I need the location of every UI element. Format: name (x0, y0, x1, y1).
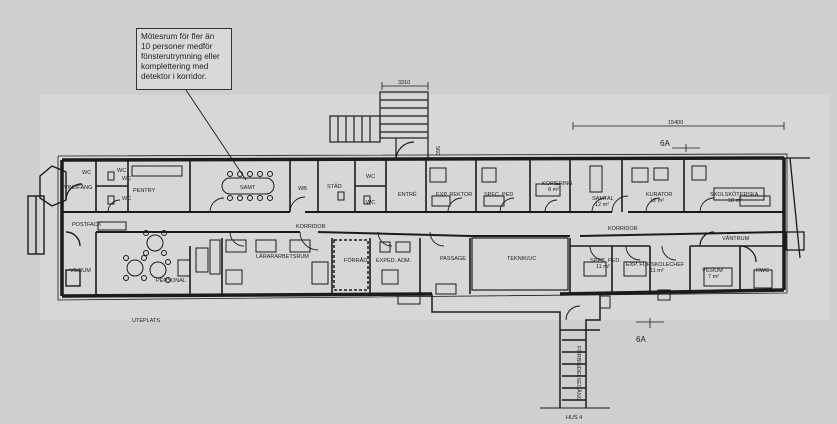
dimension-small: 560 (434, 146, 440, 155)
label-hus4: HUS 4 (566, 415, 582, 421)
label-wc-6: WC (366, 200, 375, 206)
forrad-box (333, 239, 369, 291)
label-kurator: KURATOR (646, 192, 672, 198)
label-exp-forskolechef: EXP. FÖRSKOLECHEF (626, 261, 685, 268)
fire-safety-callout: Mötesrum för fler än 10 personer medför … (136, 28, 232, 90)
label-teknik: TEKNIK/UC (507, 256, 536, 262)
label-kopiering: KOPIERING (542, 181, 573, 187)
label-wc-1: WC (82, 170, 91, 176)
label-vantrum: VÄNTRUM (722, 235, 750, 242)
label-kopiering-area: 8 m² (548, 187, 559, 193)
label-passage: PASSAGE (440, 256, 466, 262)
label-spec-ped-bottom-area: 11 m² (596, 264, 610, 270)
desks (107, 165, 773, 309)
label-samtal-area: 12 m² (595, 202, 609, 208)
callout-line-4: komplettering med (141, 62, 209, 71)
section-mark-bottom: 6A (636, 335, 646, 344)
label-samtal: SAMTAL (592, 196, 614, 202)
label-spec-ped-bottom: SPEC. PED. (590, 258, 621, 264)
right-extension (699, 157, 810, 263)
label-wc-5: WC (366, 174, 375, 180)
callout-line-3: fönsterutrymning eller (141, 52, 220, 61)
bottom-partitions (95, 232, 784, 296)
label-personal: PERSONAL (156, 278, 186, 284)
label-wc-3: WC (122, 176, 131, 182)
label-lararbetsrum: LÄRARARBETSRUM (256, 253, 309, 260)
label-vilrum-right: VILRUM (702, 268, 723, 274)
corridor-walls (62, 211, 785, 237)
label-forrad: FÖRRÅD (344, 257, 367, 264)
label-wc-2: WC (117, 168, 126, 174)
top-stairs (329, 91, 429, 161)
label-entre: ENTRÉ (398, 191, 417, 198)
teknik-box (471, 237, 569, 291)
round-tables (97, 221, 221, 283)
label-vilrum-right-area: 7 m² (708, 274, 719, 280)
label-postfack: POSTFACK (72, 222, 102, 228)
dimension-lines (381, 82, 785, 328)
dimension-stair-width: 3310 (398, 80, 410, 86)
label-vindfang: VINDFÅNG (64, 184, 92, 191)
label-kurator-area: 12 m² (650, 198, 664, 204)
callout-line-2: 10 personer medför (141, 42, 213, 51)
label-exped-adm: EXPED. ADM. (376, 258, 412, 264)
dimension-top-length: 15400 (668, 120, 683, 126)
label-samt-big: SAMT (240, 185, 256, 191)
label-pentry: PENTRY (133, 188, 156, 194)
outer-walls (60, 156, 786, 298)
entry-vestibule (27, 165, 83, 287)
label-wb: WB (298, 186, 307, 192)
label-rwc: RWC (756, 268, 769, 274)
label-forbindelsegang: FÖRBINDELSEGÅNG (575, 346, 582, 401)
callout-line-1: Mötesrum för fler än (141, 32, 215, 41)
label-skolskoterska: SKOLSKÖTERSKA (710, 191, 759, 198)
label-vilrum-left: VILRUM (70, 268, 91, 274)
label-wc-4: WC (122, 196, 131, 202)
label-exp-rektor: EXP. REKTOR (436, 192, 472, 198)
label-korridor-left: KORRIDOR (296, 224, 326, 230)
label-spec-ped-top: SPEC. PED (484, 192, 513, 198)
label-stad: STÄD (327, 183, 342, 190)
label-skolskoterska-area: 18 m² (728, 198, 742, 204)
callout-leader (185, 89, 247, 181)
label-exp-forskolechef-area: 11 m² (650, 268, 664, 274)
top-partitions (95, 160, 685, 212)
callout-line-5: detektor i korridor. (141, 72, 207, 81)
label-korridor-right: KORRIDOR (608, 226, 638, 232)
label-uteplats: UTEPLATS (132, 318, 160, 324)
section-mark-top: 6A (660, 139, 670, 148)
